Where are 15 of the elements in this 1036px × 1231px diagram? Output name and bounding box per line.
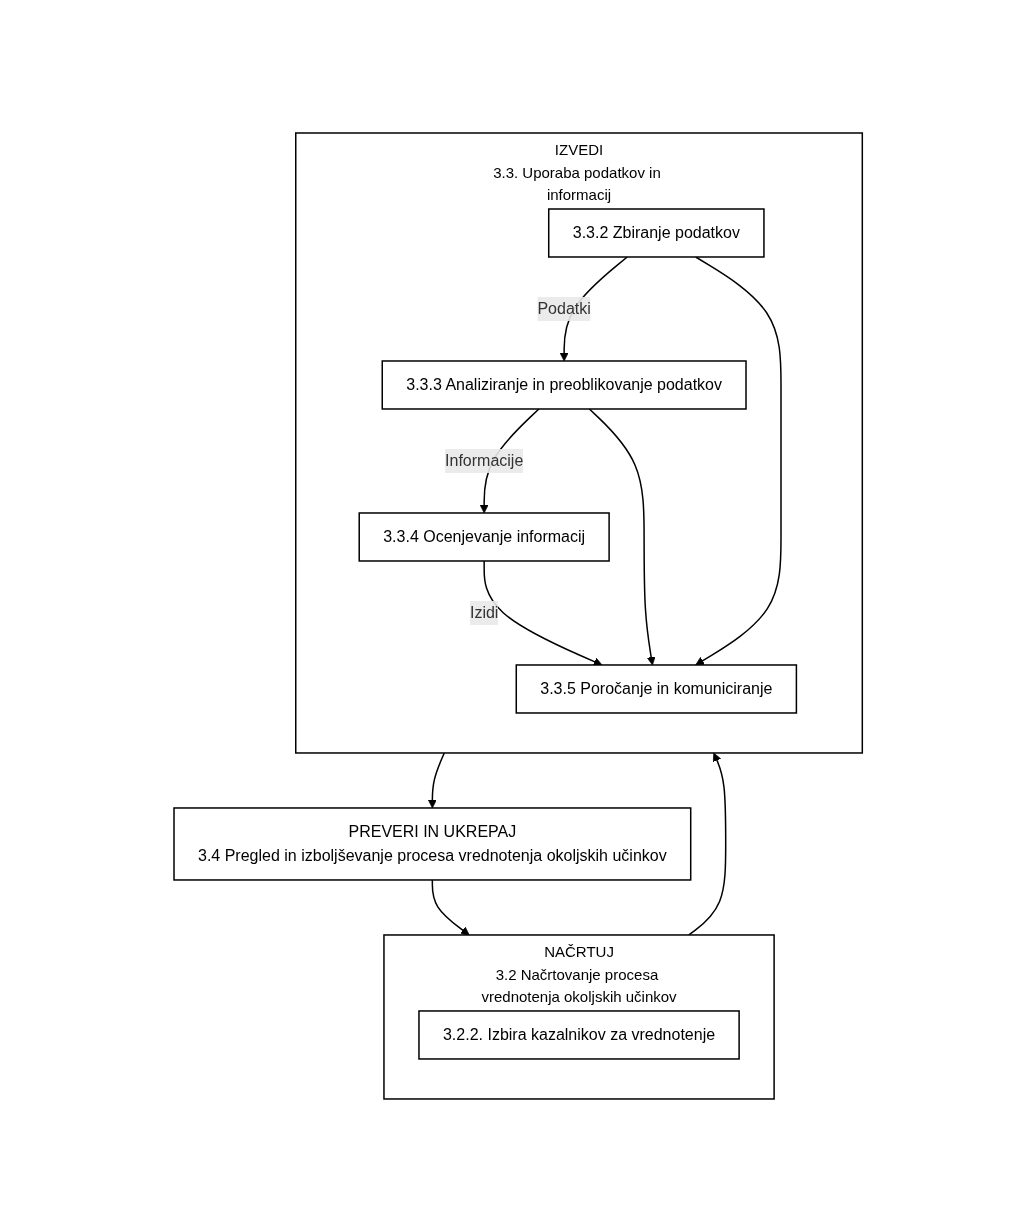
- edge-label: Izidi: [469, 603, 499, 621]
- node-box: 3.3.5 Poročanje in komuniciranje: [515, 663, 797, 714]
- arrow: [687, 752, 727, 936]
- node-box: 3.3.4 Ocenjevanje informacij: [358, 511, 610, 562]
- edge-label: Informacije: [444, 451, 524, 469]
- arrow: [483, 559, 603, 666]
- node-box: 3.3.3 Analiziranje in preoblikovanje podatkov: [381, 359, 747, 410]
- arrow: [694, 255, 782, 665]
- arrow: [431, 878, 470, 935]
- arrow: [427, 751, 445, 808]
- arrow: [588, 407, 656, 665]
- node-box: 3.3.2 Zbiranje podatkov: [547, 207, 765, 258]
- node-box: 3.2.2. Izbira kazalnikov za vrednotenje: [418, 1009, 740, 1060]
- edge-label: Podatki: [537, 299, 591, 317]
- node-box: PREVERI IN UKREPAJ 3.4 Pregled in izboljševanje procesa vrednotenja okoljskih učinkov: [173, 806, 692, 881]
